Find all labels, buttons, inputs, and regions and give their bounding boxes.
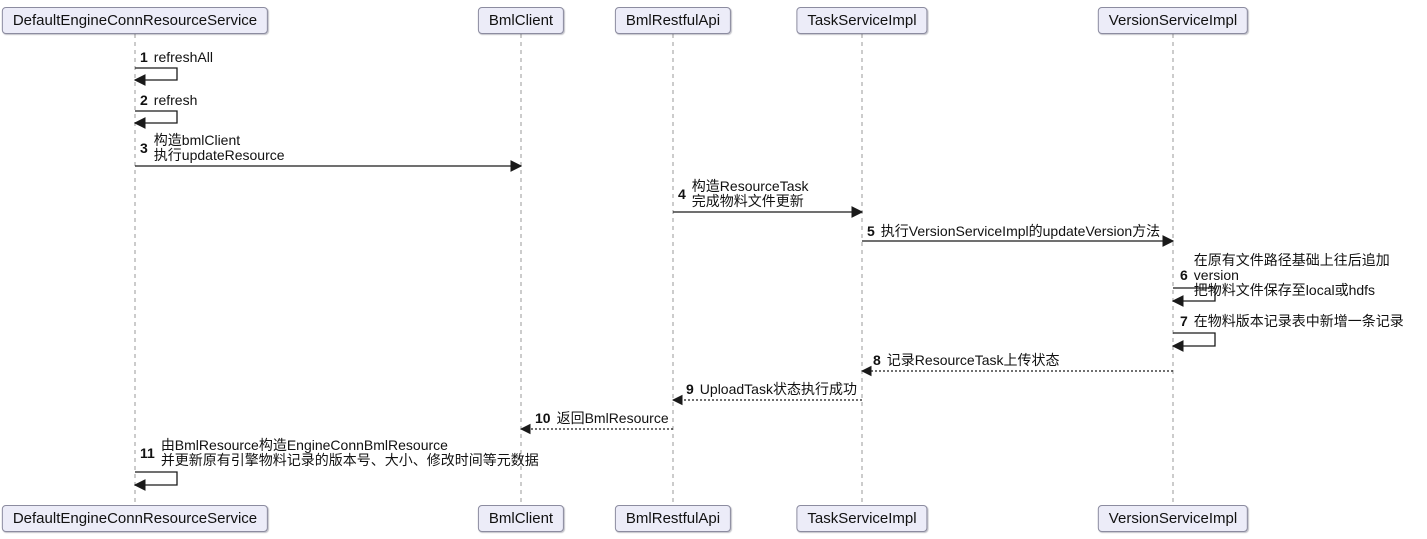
message-number: 11 [140,444,155,461]
return-arrows [519,365,1173,435]
message-label-9: 9 UploadTask状态执行成功 [686,382,857,397]
participant-bottom-versionserviceimpl: VersionServiceImpl [1097,505,1249,532]
message-text: 在物料版本记录表中新增一条记录 [1193,313,1404,329]
participant-top-defaultengineconnresourceservice: DefaultEngineConnResourceService [1,7,269,34]
message-text: 返回BmlResource [556,410,669,426]
message-number: 9 [686,381,694,397]
message-label-1: 1 refreshAll [140,50,213,65]
message-number: 8 [873,352,881,368]
participant-bottom-taskserviceimpl: TaskServiceImpl [796,505,928,532]
participant-top-versionserviceimpl: VersionServiceImpl [1097,7,1249,34]
arrow-msg-1-self [133,67,178,86]
participant-top-taskserviceimpl: TaskServiceImpl [796,7,928,34]
participant-bottom-bmlrestfulapi: BmlRestfulApi [614,505,732,532]
message-number: 3 [140,139,148,156]
arrow-msg-6-self [1171,287,1216,307]
message-label-8: 8 记录ResourceTask上传状态 [873,353,1060,368]
message-label-7: 7 在物料版本记录表中新增一条记录 [1180,314,1404,329]
message-number: 4 [678,185,686,202]
message-text: 构造bmlClient 执行updateResource [153,132,285,163]
message-number: 7 [1180,313,1188,329]
participant-bottom-defaultengineconnresourceservice: DefaultEngineConnResourceService [1,505,269,532]
message-text: refreshAll [153,49,213,65]
participant-top-bmlrestfulapi: BmlRestfulApi [614,7,732,34]
message-text: 由BmlResource构造EngineConnBmlResource 并更新原… [160,437,539,468]
message-label-11: 11 由BmlResource构造EngineConnBmlResource 并… [140,438,539,468]
message-text: UploadTask状态执行成功 [699,381,857,397]
message-label-10: 10 返回BmlResource [535,411,669,426]
message-text: 记录ResourceTask上传状态 [886,352,1060,368]
lifelines [134,34,1174,505]
message-number: 6 [1180,267,1188,283]
message-text: refresh [153,92,198,108]
participant-bottom-bmlclient: BmlClient [477,505,565,532]
message-text: 执行VersionServiceImpl的updateVersion方法 [880,223,1161,239]
message-label-2: 2 refresh [140,93,197,108]
message-number: 2 [140,92,148,108]
message-number: 1 [140,49,148,65]
message-text: 在原有文件路径基础上往后追加version 把物料文件保存至local或hdfs [1193,252,1390,298]
arrow-msg-7-self [1171,332,1216,352]
message-text: 构造ResourceTask 完成物料文件更新 [691,178,809,209]
message-label-4: 4 构造ResourceTask 完成物料文件更新 [678,179,809,209]
arrow-msg-2-self [133,110,178,129]
message-label-6: 6 在原有文件路径基础上往后追加version 把物料文件保存至local或hd… [1180,253,1427,298]
message-label-5: 5 执行VersionServiceImpl的updateVersion方法 [867,224,1160,239]
message-number: 10 [535,410,551,426]
message-number: 5 [867,223,875,239]
sync-arrows [133,67,1216,491]
arrow-msg-11-self [133,471,178,491]
message-label-3: 3 构造bmlClient 执行updateResource [140,133,285,163]
participant-top-bmlclient: BmlClient [477,7,565,34]
